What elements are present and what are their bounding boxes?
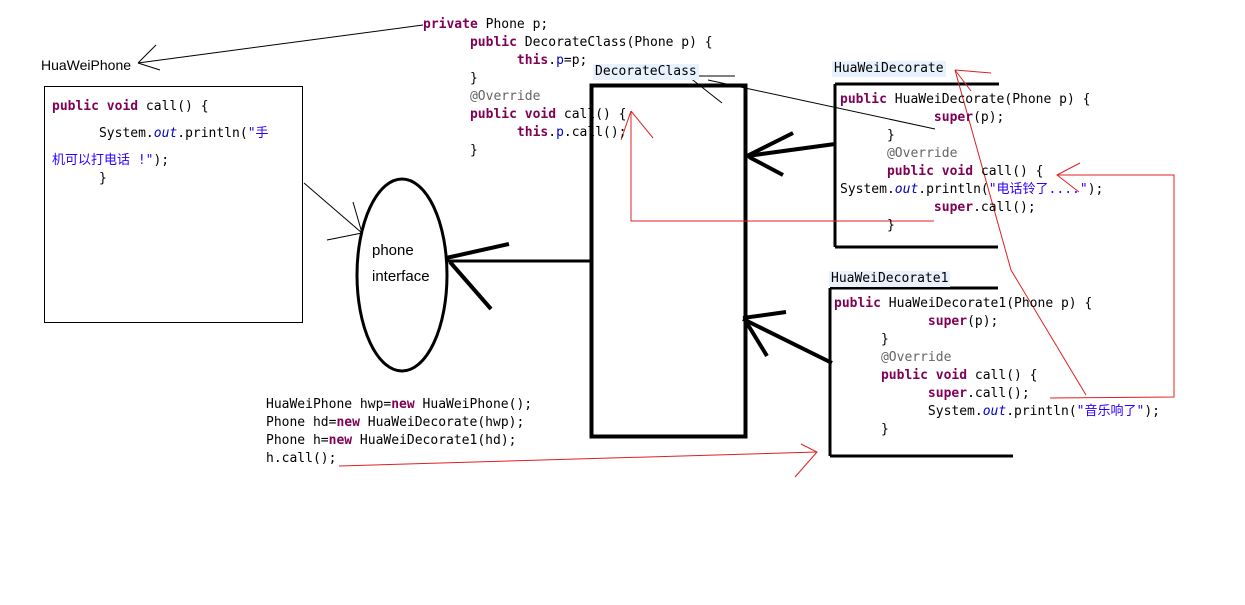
code-keyword: new bbox=[336, 415, 360, 430]
code-text: System. bbox=[840, 182, 895, 197]
code-keyword: new bbox=[328, 433, 353, 448]
code-text: h.call(); bbox=[266, 451, 337, 466]
decorate-class-code: private Phone p; public DecorateClass(Ph… bbox=[423, 16, 713, 160]
code-text: .println( bbox=[1006, 404, 1077, 419]
code-keyword: super bbox=[933, 200, 974, 215]
code-keyword: public bbox=[840, 92, 887, 107]
code-text: call() { bbox=[138, 99, 209, 114]
code-field: p bbox=[556, 53, 564, 68]
code-text: ); bbox=[1144, 404, 1160, 419]
code-text: call() { bbox=[973, 164, 1044, 179]
code-text: call() { bbox=[556, 107, 627, 122]
code-text: HuaWeiPhone(); bbox=[414, 397, 533, 412]
code-field: p bbox=[556, 125, 564, 140]
decorate-class-box bbox=[589, 83, 748, 439]
code-text: HuaWeiDecorate1(hd); bbox=[352, 433, 517, 448]
code-keyword: super bbox=[927, 386, 968, 401]
code-text: .println( bbox=[177, 126, 248, 141]
code-text: HuaWeiPhone hwp= bbox=[266, 397, 392, 412]
code-string: 机可以打电话 !" bbox=[52, 153, 154, 168]
code-text: HuaWeiDecorate(Phone p) { bbox=[886, 92, 1091, 107]
decorate-class-title: DecorateClass bbox=[593, 64, 699, 80]
thin-pointer-lines bbox=[137, 24, 936, 241]
code-annotation: @Override bbox=[886, 146, 958, 161]
code-keyword: public void bbox=[880, 368, 968, 383]
code-text: . bbox=[548, 53, 557, 68]
code-string: "电话铃了...." bbox=[988, 182, 1088, 197]
code-text: ); bbox=[153, 153, 170, 168]
code-text: HuaWeiDecorate(hwp); bbox=[359, 415, 525, 430]
code-annotation: @Override bbox=[880, 350, 952, 365]
code-keyword: public bbox=[834, 296, 881, 311]
code-annotation: @Override bbox=[469, 89, 541, 104]
code-keyword: public bbox=[469, 35, 517, 50]
code-text: Phone p; bbox=[477, 17, 549, 32]
code-text: .call(); bbox=[563, 125, 627, 140]
code-keyword: this bbox=[516, 125, 549, 140]
code-text: System. bbox=[98, 126, 154, 141]
huawei-phone-title: HuaWeiPhone bbox=[41, 57, 132, 73]
huawei-decorate1-code: public HuaWeiDecorate1(Phone p) { super(… bbox=[834, 295, 1160, 439]
code-keyword: public void bbox=[52, 99, 139, 114]
code-text: HuaWeiDecorate1(Phone p) { bbox=[880, 296, 1093, 311]
code-keyword: new bbox=[391, 397, 415, 412]
code-keyword: public void bbox=[886, 164, 974, 179]
code-text: .call(); bbox=[967, 386, 1030, 401]
code-text: Phone hd= bbox=[266, 415, 337, 430]
code-string: "手 bbox=[247, 126, 269, 141]
code-field: out bbox=[982, 404, 1007, 419]
code-text: System. bbox=[927, 404, 983, 419]
phone-interface-ellipse bbox=[355, 177, 449, 373]
code-text: . bbox=[548, 125, 557, 140]
decorate-to-interface-arrow bbox=[445, 242, 591, 311]
code-text: } bbox=[880, 332, 889, 347]
code-text: DecorateClass(Phone p) { bbox=[516, 35, 713, 50]
code-text: } bbox=[469, 71, 478, 86]
code-field: out bbox=[894, 182, 919, 197]
code-text: (p); bbox=[973, 110, 1005, 125]
main-code: HuaWeiPhone hwp=new HuaWeiPhone(); Phone… bbox=[266, 396, 532, 468]
code-keyword: super bbox=[927, 314, 968, 329]
huawei-decorate-code: public HuaWeiDecorate(Phone p) { super(p… bbox=[840, 91, 1103, 235]
phone-interface-label-line2: interface bbox=[372, 268, 430, 285]
code-string: "音乐响了" bbox=[1076, 404, 1145, 419]
code-text: } bbox=[469, 143, 478, 158]
code-keyword: this bbox=[516, 53, 549, 68]
phone-interface-label-line1: phone bbox=[372, 242, 414, 259]
code-text: } bbox=[886, 128, 895, 143]
code-text: .call(); bbox=[973, 200, 1036, 215]
code-keyword: private bbox=[423, 17, 478, 32]
code-text: call() { bbox=[967, 368, 1038, 383]
huawei-decorate-to-decorate-class-arrow bbox=[746, 131, 836, 177]
code-text: } bbox=[880, 422, 889, 437]
huawei-phone-box bbox=[44, 86, 303, 323]
code-field: out bbox=[153, 126, 178, 141]
code-text: (p); bbox=[967, 314, 999, 329]
huawei-phone-code: public void call() { System.out.println(… bbox=[52, 98, 269, 188]
code-text: Phone h= bbox=[266, 433, 329, 448]
huawei-decorate-title: HuaWeiDecorate bbox=[832, 61, 946, 77]
huawei-decorate1-to-decorate-class-arrow bbox=[742, 310, 833, 365]
code-text: } bbox=[98, 171, 107, 186]
code-text: } bbox=[886, 218, 895, 233]
huawei-decorate1-title: HuaWeiDecorate1 bbox=[829, 271, 951, 287]
code-keyword: public void bbox=[469, 107, 557, 122]
red-flow-arrows bbox=[338, 69, 1175, 478]
code-text: =p; bbox=[563, 53, 588, 68]
code-text: ); bbox=[1087, 182, 1104, 197]
code-keyword: super bbox=[933, 110, 974, 125]
code-text: .println( bbox=[918, 182, 989, 197]
